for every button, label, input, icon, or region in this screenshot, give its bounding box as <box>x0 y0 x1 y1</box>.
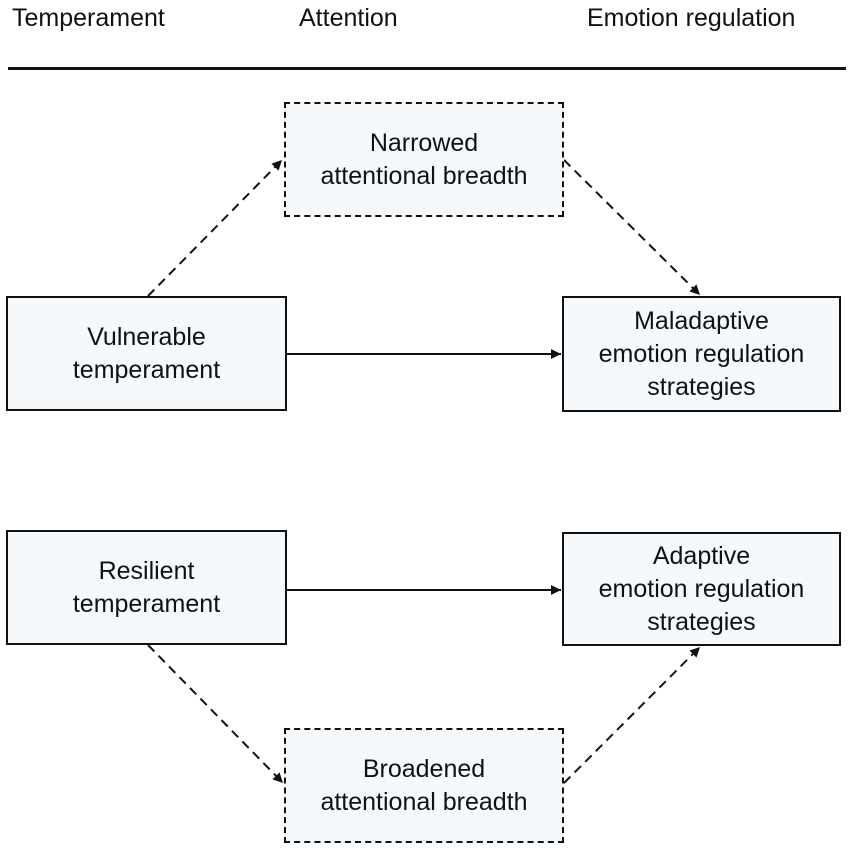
edge-broadened-to-adaptive <box>563 646 701 784</box>
node-label-line: Broadened <box>362 754 486 783</box>
node-label-line: Maladaptive <box>634 306 769 335</box>
edge-narrowed-to-maladaptive <box>563 159 701 296</box>
node-adaptive-strategies: Adaptive emotion regulation strategies <box>562 532 841 646</box>
edge-resilient-to-broadened <box>147 644 284 784</box>
edge-vulnerable-to-narrowed <box>147 159 283 297</box>
node-resilient-temperament: Resilient temperament <box>6 530 287 645</box>
node-label-line: temperament <box>72 355 221 384</box>
node-label-line: temperament <box>72 589 221 618</box>
node-label-line: emotion regulation <box>598 339 805 368</box>
node-narrowed-attentional-breadth: Narrowed attentional breadth <box>284 102 564 217</box>
header-emotion-regulation: Emotion regulation <box>587 4 796 32</box>
node-label-line: attentional breadth <box>320 787 528 816</box>
node-vulnerable-temperament: Vulnerable temperament <box>6 296 287 411</box>
node-label-line: Narrowed <box>369 128 479 157</box>
node-label-line: emotion regulation <box>598 574 805 603</box>
node-label-line: Adaptive <box>652 541 751 570</box>
node-label-line: strategies <box>647 372 756 401</box>
header-divider <box>8 67 846 70</box>
header-temperament: Temperament <box>12 4 165 32</box>
node-label-line: attentional breadth <box>320 161 528 190</box>
node-label-line: Resilient <box>98 556 195 585</box>
node-label-line: strategies <box>647 607 756 636</box>
header-attention: Attention <box>299 4 398 32</box>
node-broadened-attentional-breadth: Broadened attentional breadth <box>284 728 564 843</box>
node-maladaptive-strategies: Maladaptive emotion regulation strategie… <box>562 296 841 412</box>
node-label-line: Vulnerable <box>87 322 206 351</box>
